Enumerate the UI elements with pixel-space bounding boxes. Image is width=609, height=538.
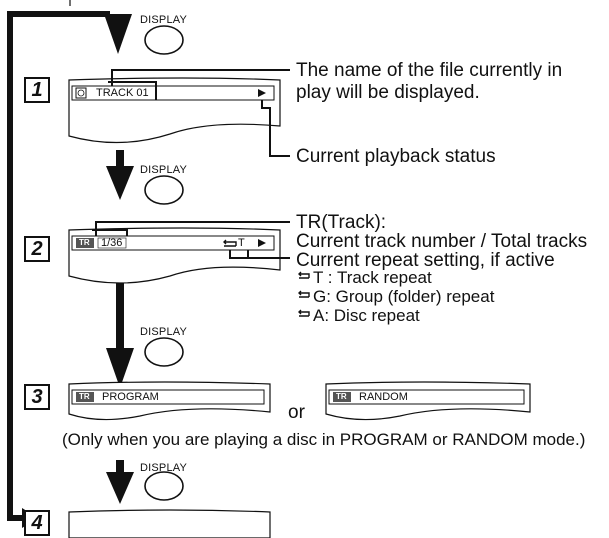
track-icon-random xyxy=(333,392,351,402)
osd-track-icon-label: TR xyxy=(79,238,90,247)
repeat-symbols xyxy=(223,239,310,317)
track-icon-program xyxy=(76,392,94,402)
screen-panel-1 xyxy=(68,77,281,144)
display-button-1[interactable] xyxy=(144,25,184,55)
display-button-2[interactable] xyxy=(144,175,184,205)
step-number-1: 1 xyxy=(24,77,50,103)
display-button-label-3: DISPLAY xyxy=(140,326,188,338)
callout-file-name-line1: The name of the file currently in xyxy=(296,60,563,81)
callout-track-number: Current track number / Total tracks xyxy=(296,231,588,252)
sequence-arrow-1-2 xyxy=(106,150,134,200)
step-number-4: 4 xyxy=(24,510,50,536)
sequence-arrow-3-4 xyxy=(106,460,134,504)
program-random-note: (Only when you are playing a disc in PRO… xyxy=(62,430,586,449)
or-separator: or xyxy=(288,402,305,423)
callout-playback-status: Current playback status xyxy=(296,146,496,167)
osd-repeat-mode: T xyxy=(238,237,245,249)
display-button-label-4: DISPLAY xyxy=(140,462,188,474)
disc-icon xyxy=(75,87,87,99)
display-button-3[interactable] xyxy=(144,337,184,367)
display-button-label-1: DISPLAY xyxy=(140,14,188,26)
repeat-item-group: G: Group (folder) repeat xyxy=(313,287,495,306)
play-triangle-icon xyxy=(258,89,266,97)
osd-track-name: TRACK 01 xyxy=(96,87,149,99)
repeat-item-track: T : Track repeat xyxy=(313,268,432,287)
osd-random-icon-label: TR xyxy=(336,392,347,401)
step-number-2: 2 xyxy=(24,236,50,262)
callout-lines-1 xyxy=(108,69,290,157)
display-button-4[interactable] xyxy=(144,471,184,501)
callout-tr-track: TR(Track): xyxy=(296,212,387,233)
osd-program-text: PROGRAM xyxy=(102,391,159,403)
play-triangle-icon-2 xyxy=(258,239,266,247)
step-number-3: 3 xyxy=(24,384,50,410)
screen-panel-3-program xyxy=(68,381,271,421)
track-icon xyxy=(76,238,94,248)
osd-program-icon-label: TR xyxy=(79,392,90,401)
sequence-arrow-2-3 xyxy=(106,282,134,388)
osd-track-count: 1/36 xyxy=(101,237,123,249)
callout-file-name-line2: play will be displayed. xyxy=(296,82,480,103)
screen-panel-4 xyxy=(68,509,271,538)
repeat-item-disc: A: Disc repeat xyxy=(313,306,420,325)
screen-panel-3-random xyxy=(325,381,531,421)
callout-lines-2 xyxy=(92,221,290,259)
osd-random-text: RANDOM xyxy=(359,391,408,403)
callout-repeat-setting: Current repeat setting, if active xyxy=(296,250,555,271)
display-button-label-2: DISPLAY xyxy=(140,164,188,176)
